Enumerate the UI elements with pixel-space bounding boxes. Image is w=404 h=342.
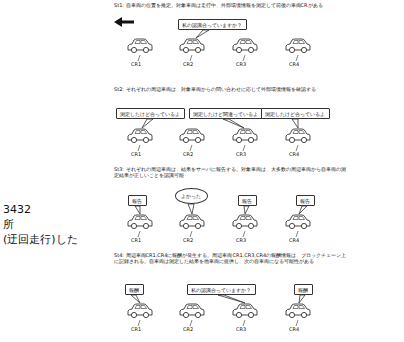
bubble-text: 測定したけど合っているよ — [120, 111, 181, 117]
speech-bubble: 測定したけど間違っているよ — [189, 108, 263, 119]
direction-arrow — [114, 17, 134, 27]
speech-bubble: 報酬 — [294, 284, 313, 295]
step-text: St1: 自車両の位置を推定。対象車両は走行中、外部環境情報を測定して前後の車両… — [114, 2, 348, 8]
leader-line — [138, 55, 298, 326]
speech-bubble: 報告 — [128, 195, 147, 206]
bubble-text: 測定したけど間違っているよ — [193, 111, 259, 117]
vehicle-label: CR3 — [236, 61, 246, 67]
bubble-text: 報告 — [300, 198, 311, 204]
vehicle-label: CR2 — [183, 151, 193, 157]
step-text: St4: 周辺車両CR1,CR4に報酬が発生する。周辺車両CR1,CR3,CR4… — [114, 252, 348, 264]
page-text: 3432 — [3, 203, 31, 216]
speech-bubble: 報告 — [296, 195, 315, 206]
vehicle-label: CR2 — [183, 61, 193, 67]
bubble-text: 報酬 — [129, 287, 140, 293]
page-text: 所 — [3, 218, 14, 231]
vehicle-label: CR4 — [289, 151, 299, 157]
speech-bubble: 報告 — [238, 195, 257, 206]
vehicle-label: CR1 — [131, 326, 141, 332]
speech-bubble: 測定したけど合っているよ — [261, 108, 330, 119]
vehicle-label: CR1 — [131, 61, 141, 67]
bubble-text: 測定したけど合っているよ — [265, 111, 326, 117]
step-text: St3: それぞれの周辺車両は、結果をサーバに報告する。対象車両は、大多数の周辺… — [114, 166, 348, 178]
speech-bubble: 私の認識合っていますか？ — [187, 284, 256, 295]
bubble-text: よかった — [181, 193, 202, 199]
vehicle-label: CR1 — [131, 237, 141, 243]
speech-bubble: 報酬 — [125, 284, 144, 295]
vehicle-label: CR1 — [131, 151, 141, 157]
vehicle-label: CR4 — [289, 61, 299, 67]
vehicle-label: CR4 — [289, 237, 299, 243]
speech-bubble: 測定したけど合っているよ — [116, 108, 185, 119]
car-row — [128, 215, 310, 229]
car-row — [128, 129, 310, 143]
car-row — [128, 304, 310, 318]
vehicle-label: CR3 — [236, 326, 246, 332]
bubble-text: 報酬 — [298, 287, 309, 293]
page-text: (迂回走行)した — [3, 233, 78, 246]
vehicle-label: CR4 — [289, 326, 299, 332]
bubble-text: 私の認識合っていますか？ — [191, 287, 252, 293]
speech-bubble: 私の認識合っていますか？ — [178, 19, 247, 30]
bubble-text: 私の認識合っていますか？ — [182, 22, 243, 28]
vehicle-label: CR2 — [183, 237, 193, 243]
bubble-text: 報告 — [132, 198, 143, 204]
vehicle-label: CR3 — [236, 237, 246, 243]
speech-oval: よかった — [175, 188, 208, 204]
vehicle-label: CR3 — [236, 151, 246, 157]
bubble-text: 報告 — [242, 198, 253, 204]
car-row — [128, 39, 310, 53]
step-text: St2: それぞれの周辺車両は、対象車両からの問い合わせに応じて外部環境情報を確… — [114, 86, 348, 92]
vehicle-label: CR2 — [183, 326, 193, 332]
